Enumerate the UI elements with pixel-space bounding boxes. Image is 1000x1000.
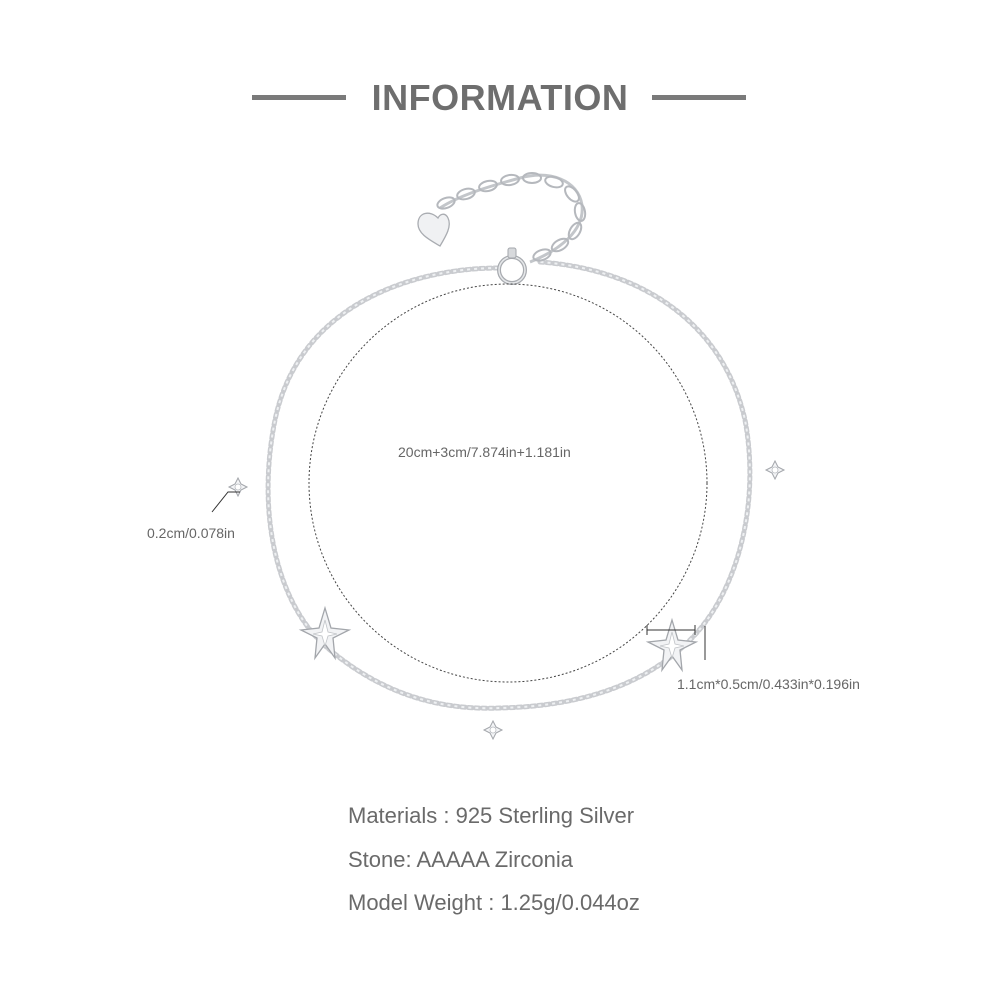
extender-chain: [436, 172, 587, 264]
page-title: INFORMATION: [371, 77, 629, 118]
spec-weight: Model Weight : 1.25g/0.044oz: [348, 890, 640, 915]
clasp: [497, 247, 527, 285]
stud-leader-line: [211, 491, 240, 513]
length-label: 20cm+3cm/7.874in+1.181in: [398, 444, 571, 460]
title-row: INFORMATION: [0, 74, 1000, 122]
stud-size-label: 0.2cm/0.078in: [147, 525, 235, 541]
stud-charm-left: [228, 477, 248, 497]
star-charm-right: [647, 619, 697, 671]
charm-size-label: 1.1cm*0.5cm/0.433in*0.196in: [677, 676, 860, 692]
heart-tag: [417, 212, 450, 247]
star-charm-left: [300, 607, 350, 659]
title-rule-right: [652, 95, 746, 100]
chain: [265, 259, 753, 711]
size-circle: [308, 283, 708, 683]
spec-materials: Materials : 925 Sterling Silver: [348, 803, 635, 828]
stud-charm-bottom: [483, 720, 503, 740]
title-rule-left: [252, 95, 346, 100]
spec-stone: Stone: AAAAA Zirconia: [348, 847, 574, 872]
stud-charm-right: [765, 460, 785, 480]
charm-dimension-lines: [646, 625, 706, 660]
